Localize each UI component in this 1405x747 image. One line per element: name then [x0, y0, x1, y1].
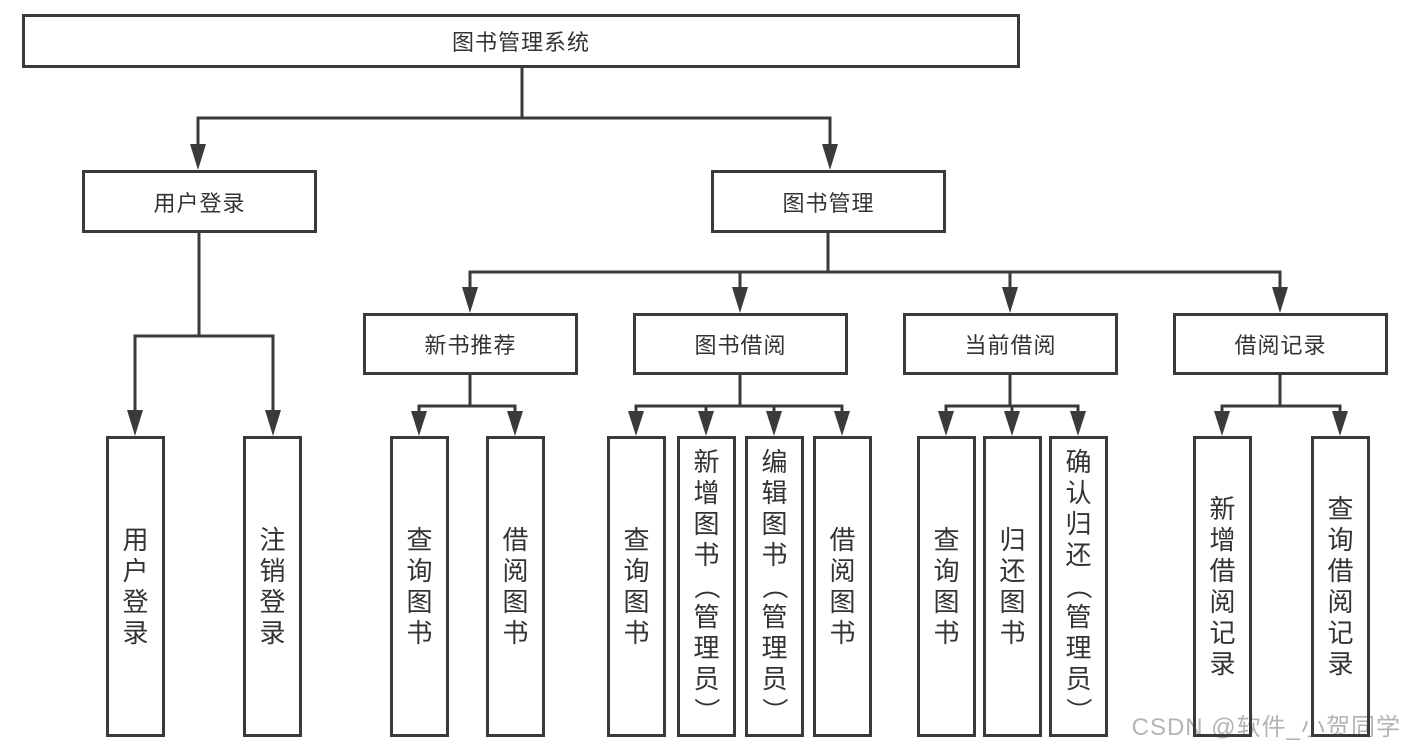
- vertical-label-char: 注: [259, 524, 286, 555]
- vertical-label-char: ）: [691, 697, 722, 724]
- root-node-library-management-system: 图书管理系统: [22, 14, 1020, 68]
- vertical-label-char: 辑: [761, 478, 788, 508]
- vertical-label-char: 查: [1327, 493, 1354, 524]
- node-book-management-label: 图书管理: [782, 190, 875, 216]
- vertical-label-char: 管: [693, 602, 720, 632]
- node-book-borrow-label: 图书借阅: [694, 333, 787, 358]
- vertical-label-char: 归: [999, 524, 1026, 555]
- node-current-borrow-label: 当前借阅: [964, 333, 1057, 358]
- vertical-label-char: 登: [259, 586, 286, 617]
- vertical-label-char: 借: [829, 524, 856, 555]
- vertical-label-char: 增: [1209, 524, 1236, 555]
- watermark-text: CSDN @软件_小贺同学: [1131, 714, 1401, 741]
- node-new-book-recommend: 新书推荐: [363, 313, 578, 375]
- vertical-label-char: 登: [122, 586, 149, 617]
- leaf-add-borrow-record: 新增借阅记录: [1193, 436, 1252, 737]
- vertical-label-char: 管: [1065, 602, 1092, 632]
- vertical-label-char: 阅: [829, 555, 856, 586]
- leaf-confirm-return-admin: 确认归还 （管理员 ）: [1049, 436, 1108, 737]
- vertical-label-char: 图: [502, 586, 529, 617]
- vertical-label-char: 阅: [1209, 586, 1236, 617]
- vertical-label-char: 销: [259, 555, 286, 586]
- vertical-label-char: 书: [623, 617, 650, 648]
- vertical-label-char: 记: [1209, 617, 1236, 648]
- vertical-label-char: 录: [259, 617, 286, 648]
- leaf-query-books-borrow: 查询图书: [607, 436, 666, 737]
- vertical-label-char: 录: [1327, 648, 1354, 679]
- vertical-label-char: 图: [829, 586, 856, 617]
- vertical-label-char: 图: [999, 586, 1026, 617]
- vertical-label-char: 借: [502, 524, 529, 555]
- node-borrow-records-label: 借阅记录: [1234, 333, 1327, 358]
- vertical-label-char: ）: [759, 697, 790, 724]
- node-user-login-label: 用户登录: [153, 190, 246, 216]
- vertical-label-char: 图: [933, 586, 960, 617]
- vertical-label-char: 查: [623, 524, 650, 555]
- vertical-label-char: 还: [999, 555, 1026, 586]
- vertical-label-char: 图: [693, 509, 720, 539]
- vertical-label-char: 还: [1065, 540, 1092, 570]
- vertical-label-char: ）: [1063, 697, 1094, 724]
- vertical-label-char: 新: [1209, 493, 1236, 524]
- vertical-label-char: 理: [761, 633, 788, 663]
- leaf-logout-login: 注销登录: [243, 436, 302, 737]
- vertical-label-char: （: [1063, 573, 1094, 600]
- vertical-label-char: （: [691, 573, 722, 600]
- vertical-label-char: 书: [999, 617, 1026, 648]
- leaf-return-books: 归还图书: [983, 436, 1042, 737]
- vertical-label-char: 询: [1327, 524, 1354, 555]
- leaf-query-borrow-record: 查询借阅记录: [1311, 436, 1370, 737]
- node-user-login: 用户登录: [82, 170, 317, 233]
- node-new-book-recommend-label: 新书推荐: [424, 333, 517, 358]
- vertical-label-char: 归: [1065, 509, 1092, 539]
- leaf-query-books-recommend: 查询图书: [390, 436, 449, 737]
- leaf-borrow-books-recommend: 借阅图书: [486, 436, 545, 737]
- vertical-label-char: 确: [1065, 447, 1092, 477]
- vertical-label-char: 录: [122, 617, 149, 648]
- vertical-label-char: 理: [1065, 633, 1092, 663]
- vertical-label-char: 增: [693, 478, 720, 508]
- vertical-label-char: 阅: [502, 555, 529, 586]
- vertical-label-char: 查: [933, 524, 960, 555]
- vertical-label-char: 借: [1209, 555, 1236, 586]
- leaf-edit-books-admin: 编辑图书 （管理员 ）: [745, 436, 804, 737]
- vertical-label-char: 员: [761, 664, 788, 694]
- vertical-label-char: 借: [1327, 555, 1354, 586]
- vertical-label-char: 员: [1065, 664, 1092, 694]
- vertical-label-char: 书: [829, 617, 856, 648]
- vertical-label-char: 查: [406, 524, 433, 555]
- vertical-label-char: 户: [122, 555, 149, 586]
- node-book-management: 图书管理: [711, 170, 946, 233]
- vertical-label-char: 新: [693, 447, 720, 477]
- vertical-label-char: 图: [761, 509, 788, 539]
- vertical-label-char: 图: [623, 586, 650, 617]
- vertical-label-char: 书: [761, 540, 788, 570]
- vertical-label-char: 用: [122, 524, 149, 555]
- vertical-label-char: 编: [761, 447, 788, 477]
- vertical-label-char: 书: [933, 617, 960, 648]
- vertical-label-char: 图: [406, 586, 433, 617]
- vertical-label-char: 书: [502, 617, 529, 648]
- leaf-borrow-books: 借阅图书: [813, 436, 872, 737]
- root-node-label: 图书管理系统: [451, 30, 590, 55]
- leaf-query-books-current: 查询图书: [917, 436, 976, 737]
- vertical-label-char: 阅: [1327, 586, 1354, 617]
- vertical-label-char: 记: [1327, 617, 1354, 648]
- vertical-label-char: 询: [406, 555, 433, 586]
- vertical-label-char: 理: [693, 633, 720, 663]
- node-current-borrow: 当前借阅: [903, 313, 1118, 375]
- vertical-label-char: 管: [761, 602, 788, 632]
- leaf-user-login: 用户登录: [106, 436, 165, 737]
- vertical-label-char: （: [759, 573, 790, 600]
- node-borrow-records: 借阅记录: [1173, 313, 1388, 375]
- vertical-label-char: 书: [406, 617, 433, 648]
- node-book-borrow: 图书借阅: [633, 313, 848, 375]
- vertical-label-char: 询: [933, 555, 960, 586]
- vertical-label-char: 录: [1209, 648, 1236, 679]
- vertical-label-char: 询: [623, 555, 650, 586]
- vertical-label-char: 员: [693, 664, 720, 694]
- leaf-add-books-admin: 新增图书 （管理员 ）: [677, 436, 736, 737]
- vertical-label-char: 认: [1065, 478, 1092, 508]
- vertical-label-char: 书: [693, 540, 720, 570]
